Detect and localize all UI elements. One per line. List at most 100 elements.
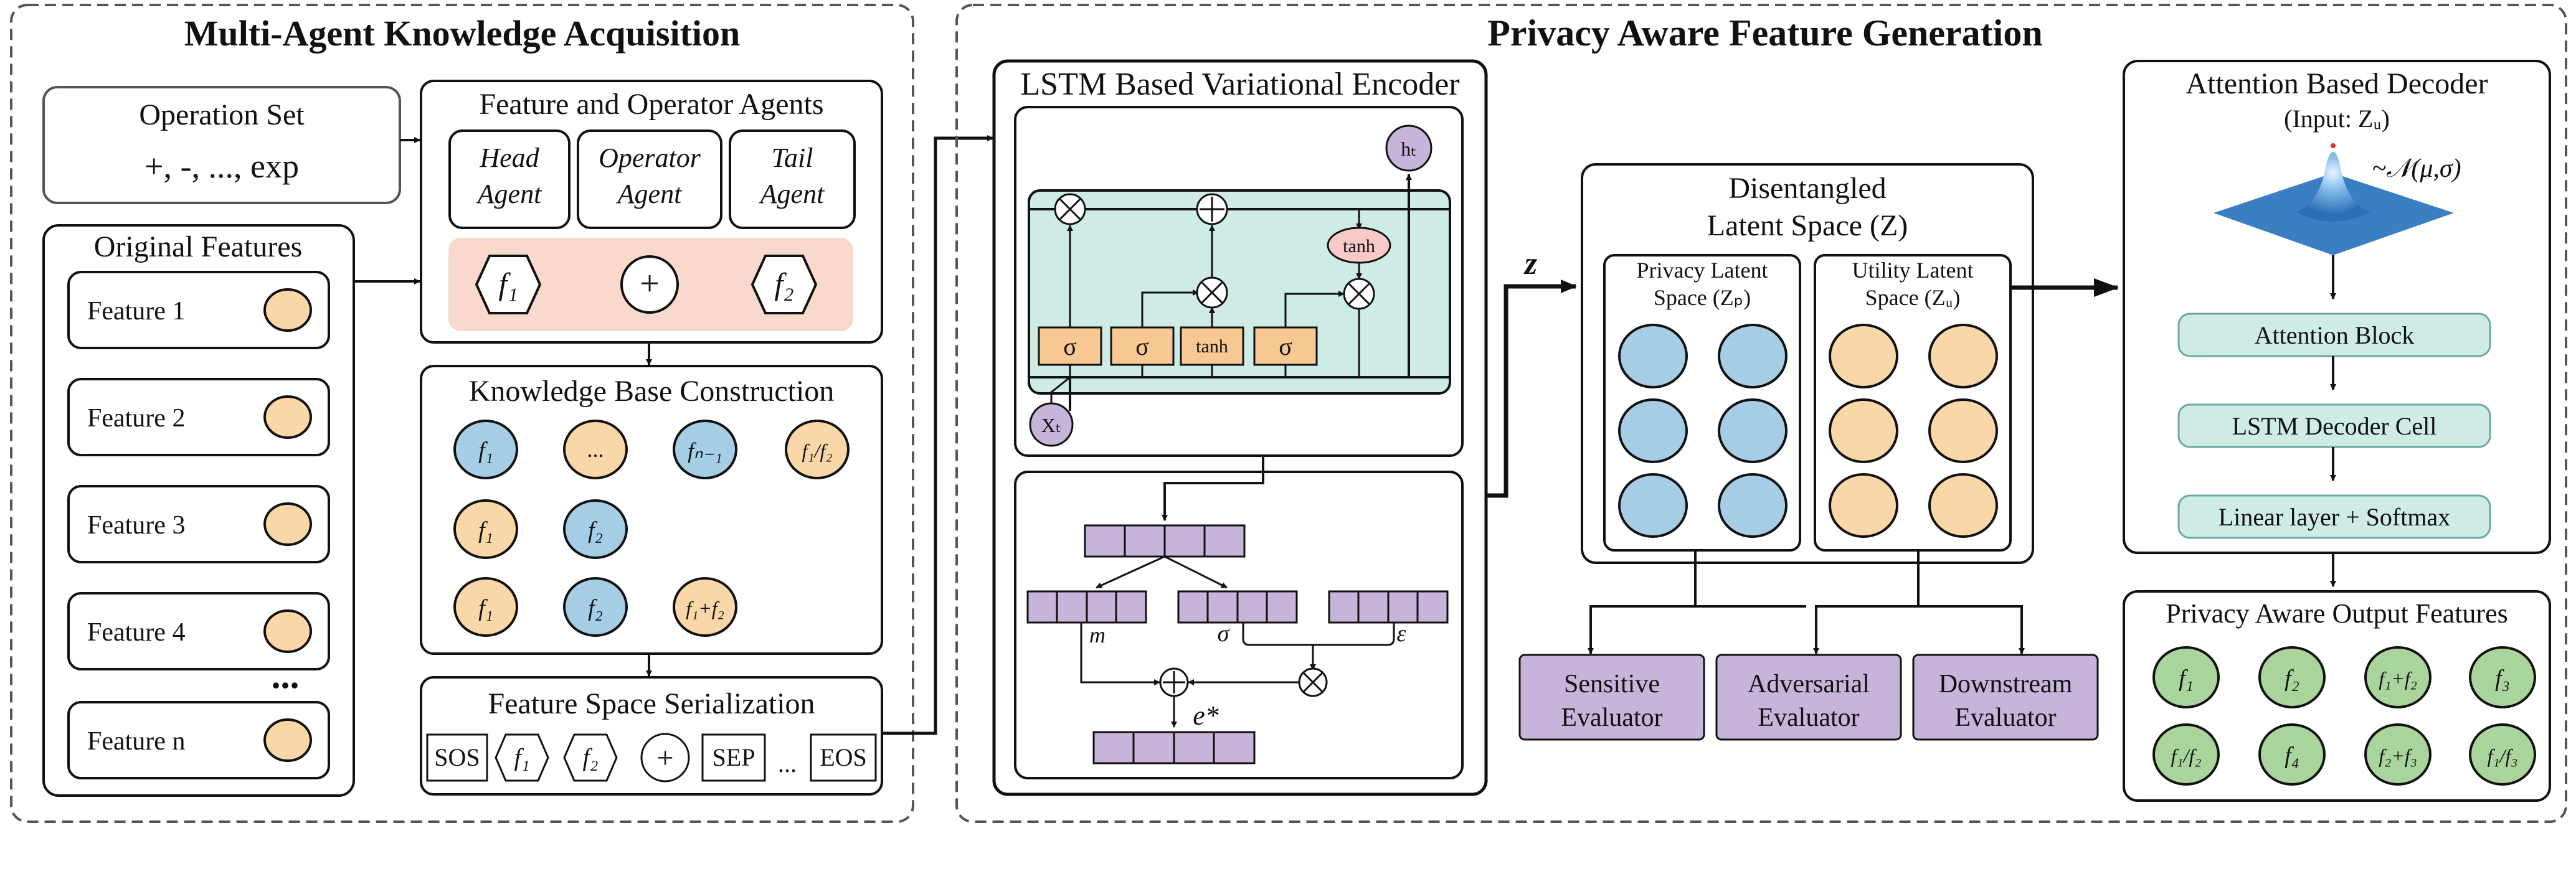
sigma-vector [1177,590,1298,624]
epsilon-vector [1328,590,1449,624]
hidden-vector [1084,524,1246,558]
gate-forget: σ [1038,326,1102,366]
feature-item: Feature 4 [67,592,330,670]
kb-node: f₂ [563,499,628,559]
knowledge-base-box: Knowledge Base Construction f₁ ... fₙ₋₁ … [420,365,883,655]
agent-example: f₁ + f₂ [448,238,853,331]
utility-node [1829,324,1898,388]
output-node: hₜ [1385,125,1432,172]
feature-item: Feature 2 [67,378,330,456]
output-features-box: Privacy Aware Output Features f₁ f₂ f₁+f… [2123,590,2551,802]
output-node-label: f₃ [2495,665,2510,692]
feature-item: Feature n [67,701,330,779]
output-node: f₂ [2258,646,2326,708]
encoder-title: LSTM Based Variational Encoder [1020,67,1459,102]
output-multiply-icon [1343,278,1375,310]
output-node-label: f₁ [2179,665,2194,692]
operator-circle [620,255,679,314]
kb-node: fₙ₋₁ [673,420,737,479]
head-agent-line2: Agent [476,179,542,209]
token-box [810,733,877,782]
output-node-label: f₁+f₂ [2379,667,2417,690]
output-node: f₂+f₃ [2364,723,2432,786]
gate-candidate: tanh [1180,326,1244,366]
output-node: f₁/f₃ [2469,723,2536,786]
privacy-node [1618,398,1688,463]
kb-node: f₁ [453,577,518,637]
tanh-label: tanh [1343,236,1375,256]
token-sos: SOS [434,743,480,771]
features-ellipsis: ... [272,655,300,696]
utility-title-line1: Utility Latent [1852,258,1974,283]
lstm-decoder-block: LSTM Decoder Cell [2177,403,2491,448]
feature-node [263,288,312,332]
latent-title-line1: Disentangled [1728,172,1886,205]
serialization-title: Feature Space Serialization [488,687,815,720]
arrow [1813,605,1918,654]
utility-title-line2: Space (Zᵤ) [1865,285,1961,310]
original-features-box: Original Features Feature 1 Feature 2 Fe… [42,224,355,797]
tail-agent-line1: Tail [772,143,813,173]
token-ellipsis: ... [778,750,797,778]
decoder-block-label: Attention Block [2255,321,2415,349]
privacy-latent-box: Privacy Latent Space (Zₚ) [1603,254,1801,552]
serialization-box: Feature Space Serialization SOS f₁ f₂ + … [420,676,883,796]
scale-multiply-icon [1298,667,1328,697]
privacy-node [1718,324,1788,388]
kb-node-label: f₁+f₂ [686,597,724,619]
feature-label: Feature 4 [87,618,185,647]
feature-label: Feature 3 [87,511,185,540]
right-panel: Privacy Aware Feature Generation LSTM Ba… [955,4,2567,823]
output-node-label: f₁/f₃ [2488,745,2518,767]
latent-vector [1092,731,1256,764]
decoder-box: Attention Based Decoder (Input: Zᵤ) ~𝒩(μ… [2123,60,2551,554]
example-left-feature: f₁ [498,266,518,301]
utility-node [1928,324,1998,388]
output-node-label: f₂ [2285,665,2299,692]
sensitive-evaluator: Sensitive Evaluator [1518,654,1705,741]
gate-label: σ [1063,332,1077,360]
gate-label: tanh [1196,336,1228,357]
kb-node: f₁ [453,499,518,559]
token-hexagon [563,733,618,782]
output-node: f₁/f₂ [2152,723,2220,786]
right-panel-title: Privacy Aware Feature Generation [1487,12,2042,54]
utility-node [1928,473,1998,538]
encoder-box: LSTM Based Variational Encoder σ σ tanh [992,59,1488,796]
kb-node-label: f₂ [588,595,603,621]
adversarial-evaluator: Adversarial Evaluator [1715,654,1902,741]
wire [1162,456,1264,521]
example-operator: + [640,265,660,303]
epsilon-label: ε [1397,621,1406,647]
kb-node: f₁/f₂ [785,420,850,479]
evaluator-line2: Evaluator [1561,703,1662,732]
feature-item: Feature 3 [67,485,330,563]
mu-label: m [1089,623,1106,647]
evaluator-line1: Sensitive [1564,670,1660,698]
utility-node [1829,473,1898,538]
kb-node: f₁ [453,420,518,479]
output-node: f₃ [2469,646,2536,708]
latent-space-box: Disentangled Latent Space (Z) Privacy La… [1581,163,2034,564]
kb-node: ... [563,420,628,479]
privacy-title-line1: Privacy Latent [1637,258,1768,283]
privacy-node [1718,473,1788,538]
z-label: z [1523,246,1538,281]
left-panel-title: Multi-Agent Knowledge Acquisition [184,13,741,54]
output-label: hₜ [1401,138,1416,160]
gate-label: σ [1279,332,1292,360]
forget-multiply-icon [1054,193,1086,225]
kb-node-label: f₁/f₂ [802,440,833,462]
downstream-evaluator: Downstream Evaluator [1912,654,2099,741]
input-node: Xₜ [1029,402,1074,447]
attention-block: Attention Block [2177,313,2491,357]
kb-node-label: f₁ [478,438,493,464]
output-node-label: f₄ [2285,743,2299,769]
token-hexagon [495,733,549,782]
operator-agent: Operator Agent [577,129,722,229]
input-label: Xₜ [1041,414,1062,436]
latent-title-line2: Latent Space (Z) [1707,209,1908,242]
knowledge-base-title: Knowledge Base Construction [469,375,835,408]
feature-label: Feature 1 [87,297,185,326]
